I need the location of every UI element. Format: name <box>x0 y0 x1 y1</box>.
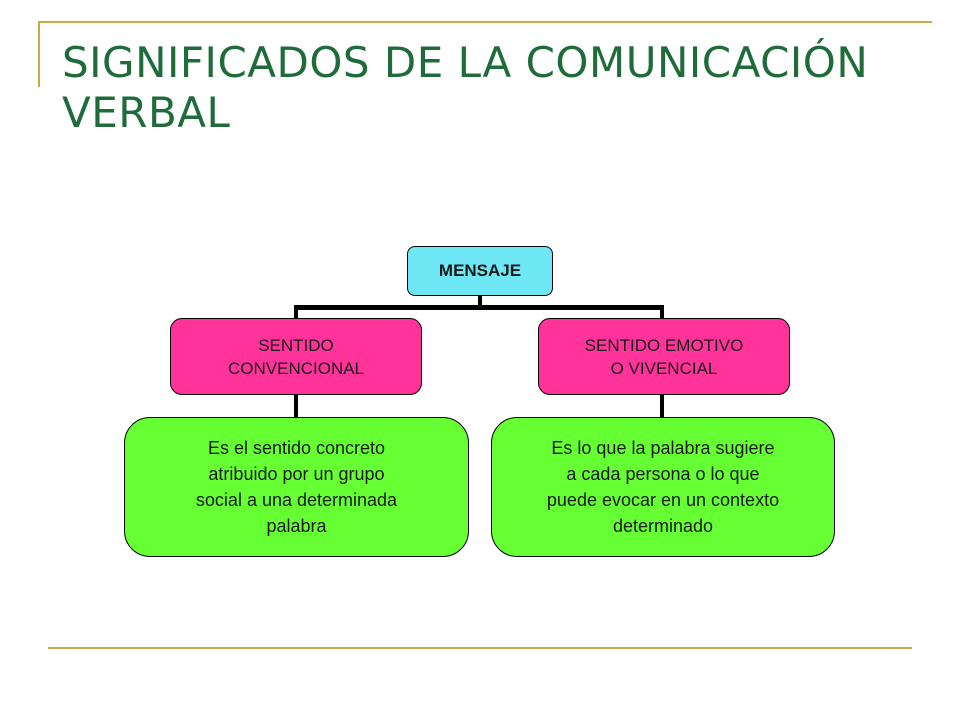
branch-label: SENTIDO CONVENCIONAL <box>228 334 364 380</box>
branch-label-line: SENTIDO EMOTIVO <box>584 335 744 355</box>
left-description-connector <box>294 394 298 418</box>
branch-label: SENTIDO EMOTIVO O VIVENCIAL <box>585 334 744 380</box>
branch-node-emotivo: SENTIDO EMOTIVO O VIVENCIAL <box>538 318 790 395</box>
description-line: palabra <box>266 516 327 536</box>
left-accent-rule <box>38 21 40 87</box>
description-line: determinado <box>612 516 714 536</box>
top-rule <box>40 21 932 23</box>
branch-label-line: SENTIDO <box>258 335 334 355</box>
description-line: a cada persona o lo que <box>566 464 760 484</box>
description-node-emotivo: Es lo que la palabra sugiere a cada pers… <box>491 417 835 557</box>
left-branch-connector <box>294 305 298 319</box>
description-text: Es lo que la palabra sugiere a cada pers… <box>547 435 779 539</box>
root-node-mensaje: MENSAJE <box>407 246 553 296</box>
branch-label-line: O VIVENCIAL <box>610 358 718 378</box>
description-node-convencional: Es el sentido concreto atribuido por un … <box>124 417 469 557</box>
horizontal-connector <box>294 305 664 310</box>
description-line: Es lo que la palabra sugiere <box>551 438 775 458</box>
description-line: social a una determinada <box>195 490 398 510</box>
description-text: Es el sentido concreto atribuido por un … <box>196 435 397 539</box>
right-branch-connector <box>660 305 664 319</box>
slide-title: SIGNIFICADOS DE LA COMUNICACIÓN VERBAL <box>62 38 869 137</box>
description-line: puede evocar en un contexto <box>546 490 780 510</box>
bottom-rule <box>48 647 912 649</box>
root-connector <box>478 296 482 306</box>
description-line: atribuido por un grupo <box>208 464 385 484</box>
branch-node-convencional: SENTIDO CONVENCIONAL <box>170 318 422 395</box>
right-description-connector <box>660 394 664 418</box>
root-label: MENSAJE <box>438 261 522 280</box>
branch-label-line: CONVENCIONAL <box>227 358 365 378</box>
description-line: Es el sentido concreto <box>207 438 386 458</box>
